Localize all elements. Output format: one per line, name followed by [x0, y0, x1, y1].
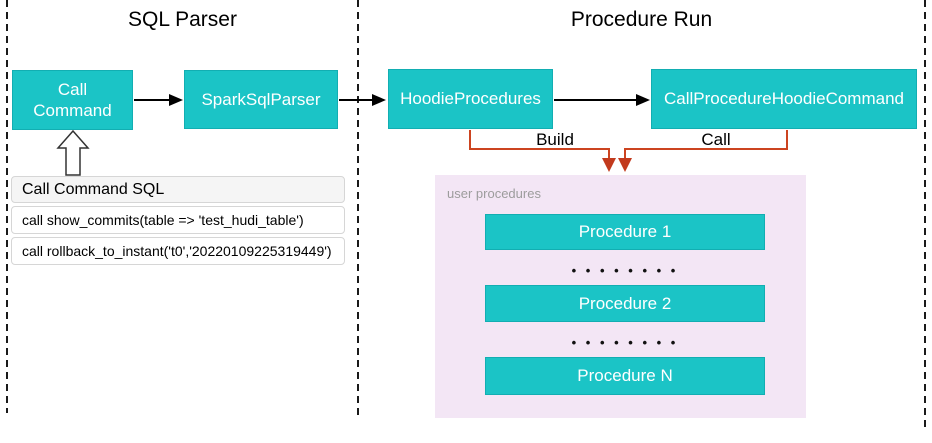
ellipsis-dots: • • • • • • • • [571, 335, 679, 350]
sql-table-header: Call Command SQL [11, 176, 345, 203]
procedure-1-label: Procedure 1 [578, 222, 672, 241]
procedure-2-box: Procedure 2 [485, 285, 765, 322]
procedure-run-section-title: Procedure Run [570, 8, 713, 31]
node-spark-sql-parser: SparkSqlParser [184, 70, 338, 129]
arrow-hoodieprocedures-to-callprocedurehoodiecommand [554, 94, 650, 106]
arrow-callcommand-to-sparksqlparser [134, 94, 183, 106]
node-hoodie-procedures: HoodieProcedures [388, 69, 553, 129]
build-edge-label: Build [536, 130, 574, 149]
up-arrow-icon [56, 129, 90, 176]
sql-parser-section-title: SQL Parser [128, 8, 237, 31]
node-call-procedure-hoodie-command-label: CallProcedureHoodieCommand [663, 89, 904, 109]
node-hoodie-procedures-label: HoodieProcedures [400, 89, 541, 109]
procedure-1-box: Procedure 1 [485, 214, 765, 250]
arrow-sparksqlparser-to-hoodieprocedures [339, 94, 386, 106]
call-edge-label: Call [701, 130, 731, 149]
user-procedures-label: user procedures [447, 186, 541, 201]
user-procedures-panel: user procedures Procedure 1 • • • • • • … [435, 175, 806, 418]
ellipsis-dots: • • • • • • • • [571, 263, 679, 278]
procedure-n-box: Procedure N [485, 357, 765, 395]
sql-table-row-rollback: call rollback_to_instant('t0','202201092… [11, 237, 345, 265]
sql-table-row-show-commits: call show_commits(table => 'test_hudi_ta… [11, 206, 345, 234]
call-command-sql-table: Call Command SQL call show_commits(table… [11, 176, 345, 265]
node-call-command-label: Call Command [33, 79, 112, 120]
procedure-n-label: Procedure N [577, 366, 673, 385]
node-call-command: Call Command [12, 70, 133, 130]
node-spark-sql-parser-label: SparkSqlParser [201, 89, 321, 109]
node-call-procedure-hoodie-command: CallProcedureHoodieCommand [651, 69, 917, 129]
procedure-2-label: Procedure 2 [578, 293, 672, 313]
